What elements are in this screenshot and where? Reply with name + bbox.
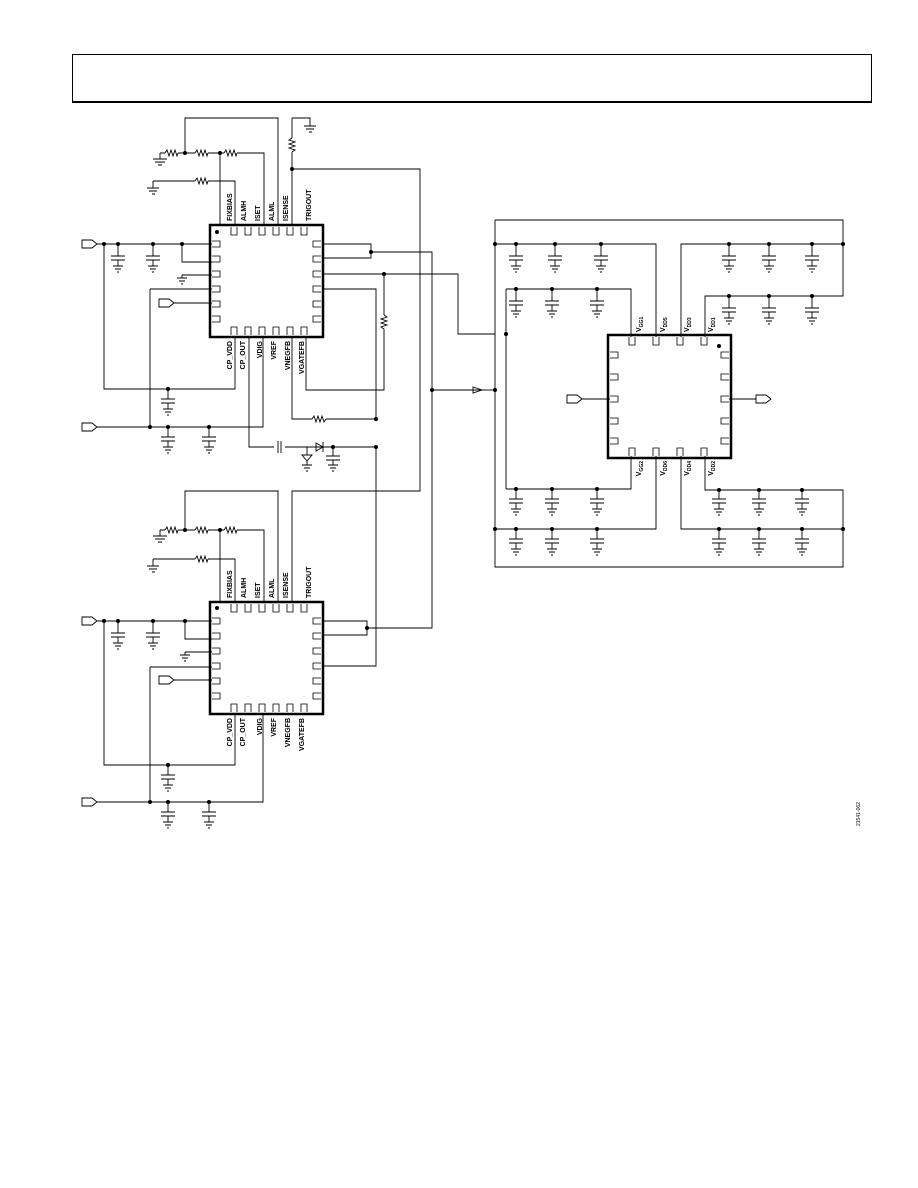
controller-bottom-top-labels: FIXBIAS ALMH ISET ALML ISENSE TRIGOUT: [227, 566, 313, 598]
u1-pin-vnegfb: VNEGFB: [285, 341, 292, 370]
controller-bottom: [208, 600, 325, 716]
controller-top-pins: [212, 227, 321, 335]
amplifier-body: [606, 333, 733, 460]
amplifier-pins: [610, 337, 729, 456]
pa-pin-vgg1: VGG1: [636, 317, 645, 332]
u1-pin-vref: VREF: [271, 340, 278, 359]
u1-pin-alml: ALML: [269, 201, 276, 221]
controller-bottom-pins: [212, 604, 321, 712]
controller-top-bottom-labels: CP_VDD CP_OUT VDIG VREF VNEGFB VGATEFB: [227, 340, 306, 374]
u1-pin-fixbias: FIXBIAS: [227, 193, 234, 221]
u2-pin-trigout: TRIGOUT: [306, 566, 313, 598]
pa-pin-vdd4: VDD4: [684, 461, 693, 476]
u1-pin-vgatefb: VGATEFB: [299, 341, 306, 374]
u2-pin-vgatefb: VGATEFB: [299, 718, 306, 751]
amplifier-bottom-labels: VGG2 VDD6 VDD4 VDD2: [636, 461, 717, 476]
u2-pin-iset: ISET: [255, 582, 262, 598]
wiring-amplifier: [482, 219, 844, 568]
header-box: [72, 54, 872, 103]
controller-top-top-labels: FIXBIAS ALMH ISET ALML ISENSE TRIGOUT: [227, 189, 313, 221]
u1-pin-trigout: TRIGOUT: [306, 189, 313, 221]
u2-pin-vdig: VDIG: [257, 717, 264, 735]
pa-pin-vdd3: VDD3: [684, 317, 693, 332]
figure-id: 21541-062: [856, 802, 862, 826]
u1-pin-cp-vdd: CP_VDD: [227, 341, 234, 369]
amplifier: [606, 333, 733, 460]
pa-pin-vgg2: VGG2: [636, 461, 645, 476]
u2-pin-cp-vdd: CP_VDD: [227, 718, 234, 746]
wiring-upper: [81, 117, 495, 602]
controller-bottom-bottom-labels: CP_VDD CP_OUT VDIG VREF VNEGFB VGATEFB: [227, 717, 306, 751]
pa-pin-vdd5: VDD5: [660, 317, 669, 332]
u2-pin-alml: ALML: [269, 578, 276, 598]
controller-top-body: [208, 223, 325, 339]
u2-pin-fixbias: FIXBIAS: [227, 570, 234, 598]
controller-bottom-body: [208, 600, 325, 716]
junction-dots: [102, 151, 845, 804]
u1-pin-cp-out: CP_OUT: [240, 340, 247, 369]
u2-pin-almh: ALMH: [241, 578, 248, 598]
u2-pin-vnegfb: VNEGFB: [285, 718, 292, 747]
u2-pin-vref: VREF: [271, 717, 278, 736]
u1-pin-iset: ISET: [255, 205, 262, 221]
pa-pin-vdd2: VDD2: [708, 461, 717, 476]
u1-pin-isense: ISENSE: [283, 195, 290, 221]
u1-pin-vdig: VDIG: [257, 340, 264, 358]
pa-pin-vdd1: VDD1: [708, 317, 717, 332]
amplifier-top-labels: VGG1 VDD5 VDD3 VDD1: [636, 317, 717, 332]
u1-pin-almh: ALMH: [241, 201, 248, 221]
pa-pin-vdd6: VDD6: [660, 461, 669, 476]
u2-pin-cp-out: CP_OUT: [240, 717, 247, 746]
controller-top: [208, 223, 325, 339]
u2-pin-isense: ISENSE: [283, 572, 290, 598]
